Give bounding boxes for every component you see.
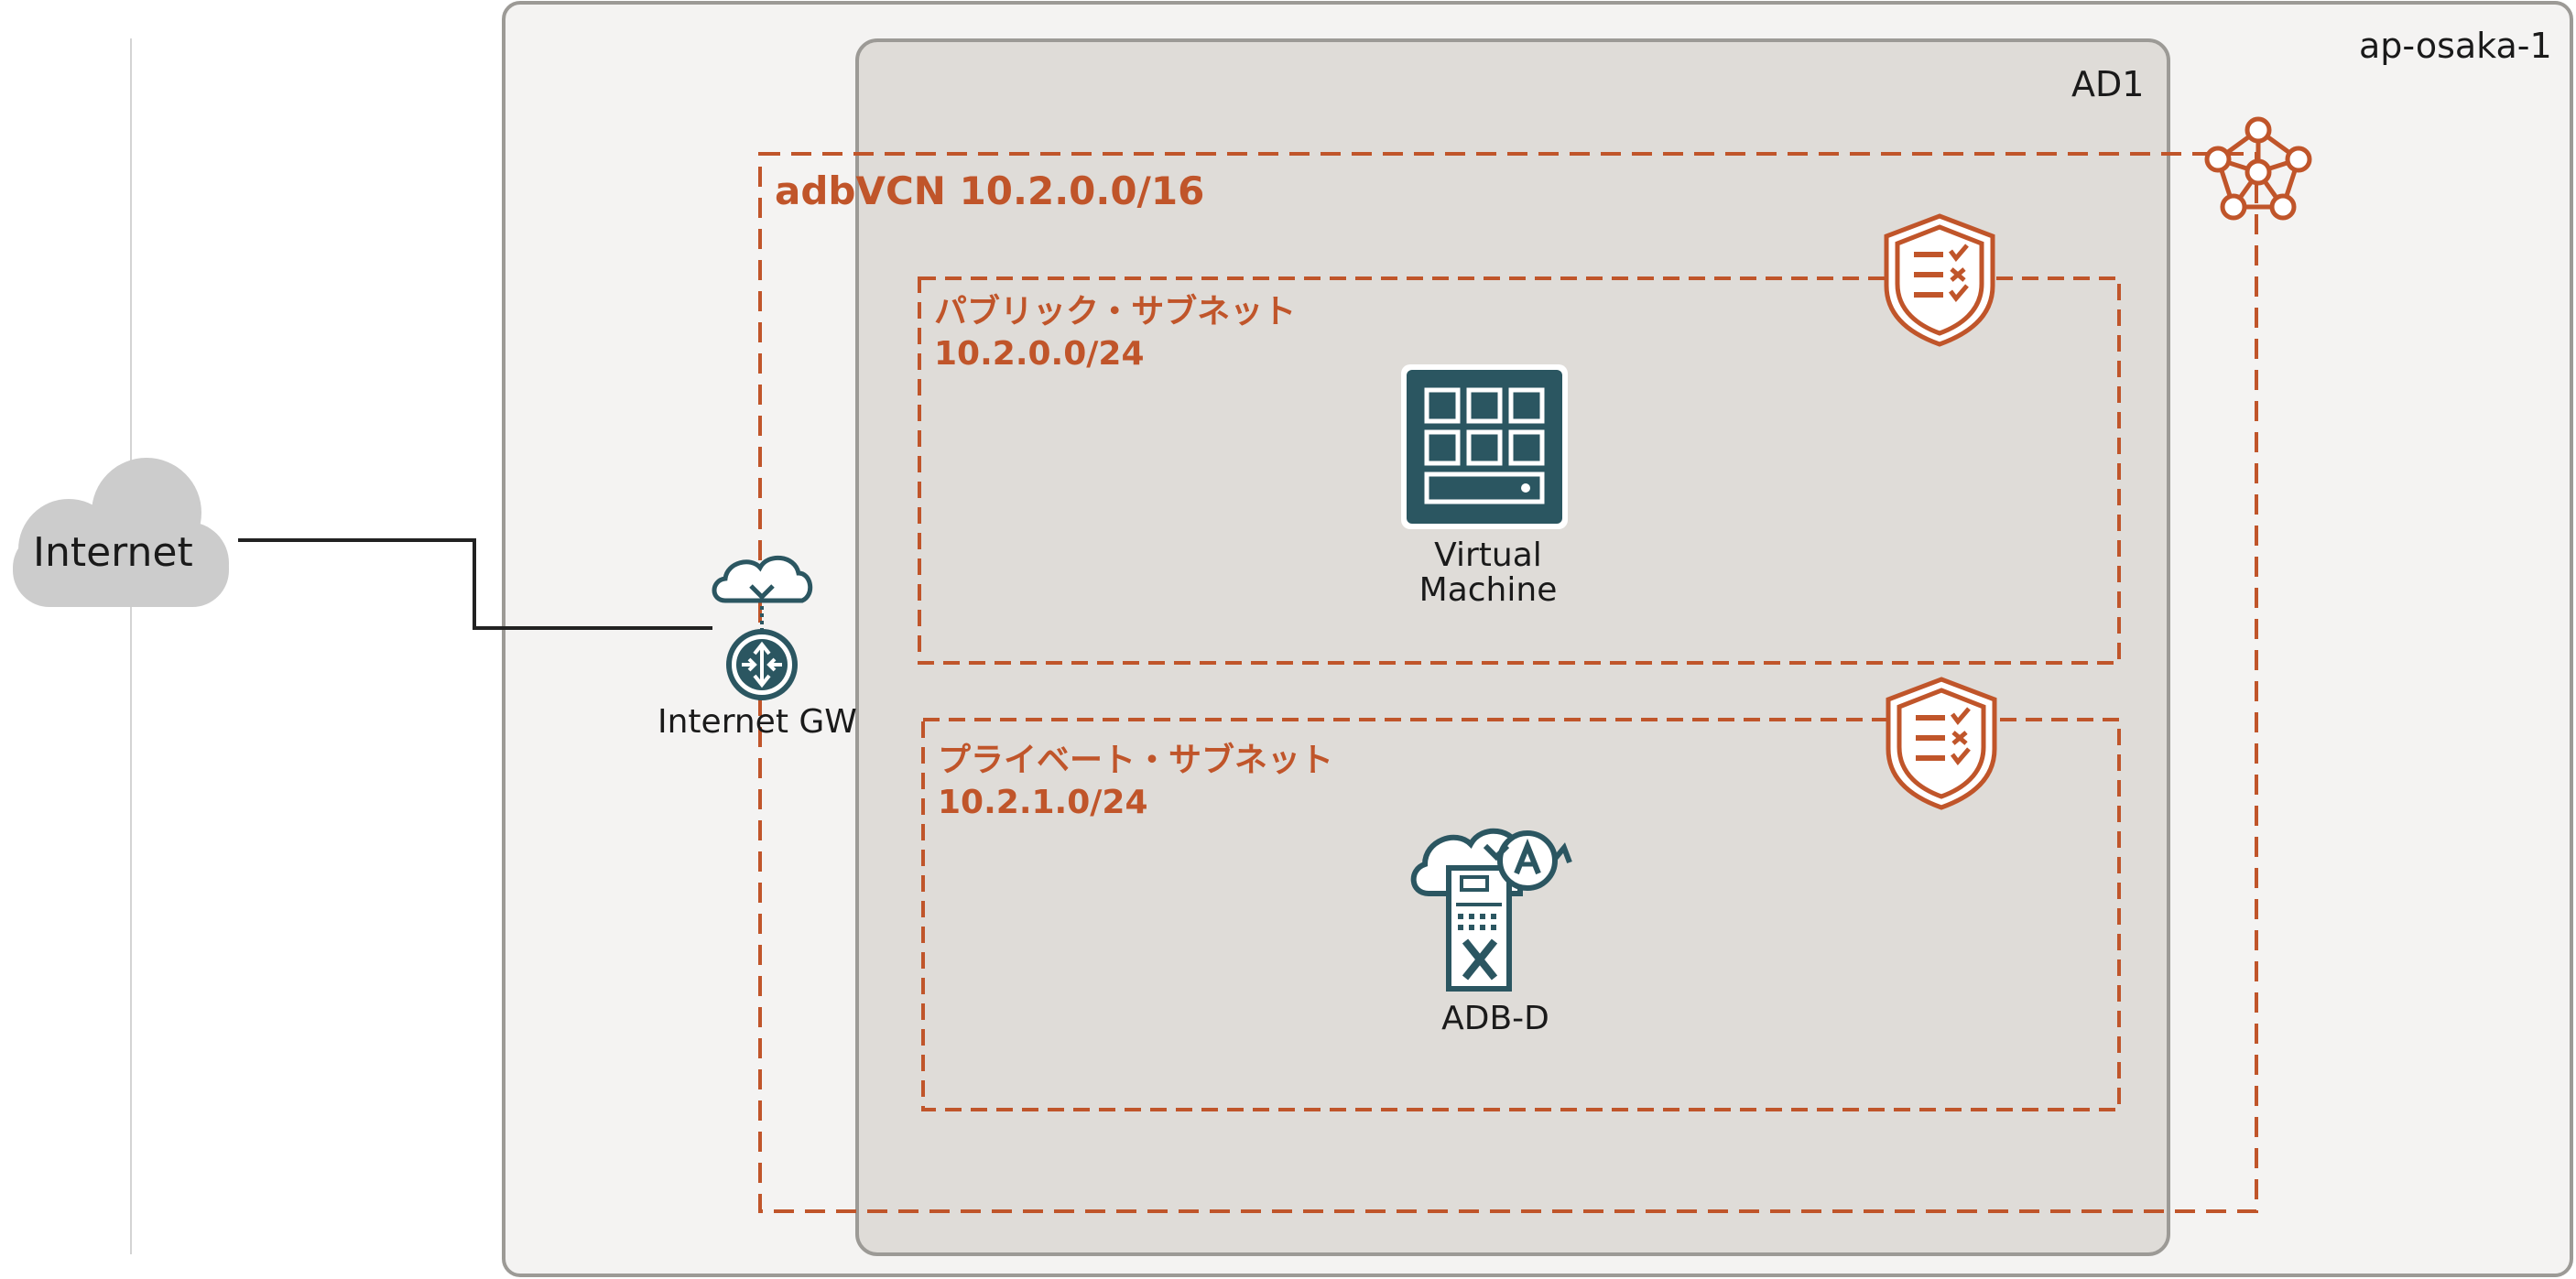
network-pentagon-icon (2204, 116, 2312, 221)
availability-domain-label: AD1 (2071, 64, 2145, 104)
private-subnet-name: プライベート・サブネット (938, 742, 1334, 779)
internet-connection-line (238, 538, 712, 630)
internet-gateway-router-icon (712, 555, 813, 700)
virtual-machine-label: Virtual Machine (1410, 538, 1566, 608)
public-subnet-cidr: 10.2.0.0/24 (934, 335, 1145, 373)
internet-cloud-icon (13, 458, 229, 607)
virtual-machine-icon (1401, 364, 1568, 529)
autonomous-database-icon (1410, 828, 1572, 992)
private-subnet-box (921, 718, 2121, 1111)
internet-label: Internet (33, 529, 193, 576)
virtual-machine-label-line2: Machine (1418, 571, 1558, 609)
adb-label: ADB-D (1441, 1000, 1549, 1037)
virtual-machine-label-line1: Virtual (1434, 537, 1542, 574)
security-list-shield-icon (1886, 677, 1997, 810)
availability-domain-box (855, 38, 2170, 1256)
private-subnet-cidr: 10.2.1.0/24 (938, 784, 1148, 821)
public-subnet-box (918, 276, 2121, 665)
public-subnet-name: パブリック・サブネット (934, 293, 1297, 331)
vcn-label: adbVCN 10.2.0.0/16 (775, 168, 1205, 213)
security-list-shield-icon (1884, 213, 1995, 347)
internet-gateway-label: Internet GW (658, 703, 857, 741)
region-label: ap-osaka-1 (2359, 26, 2552, 66)
